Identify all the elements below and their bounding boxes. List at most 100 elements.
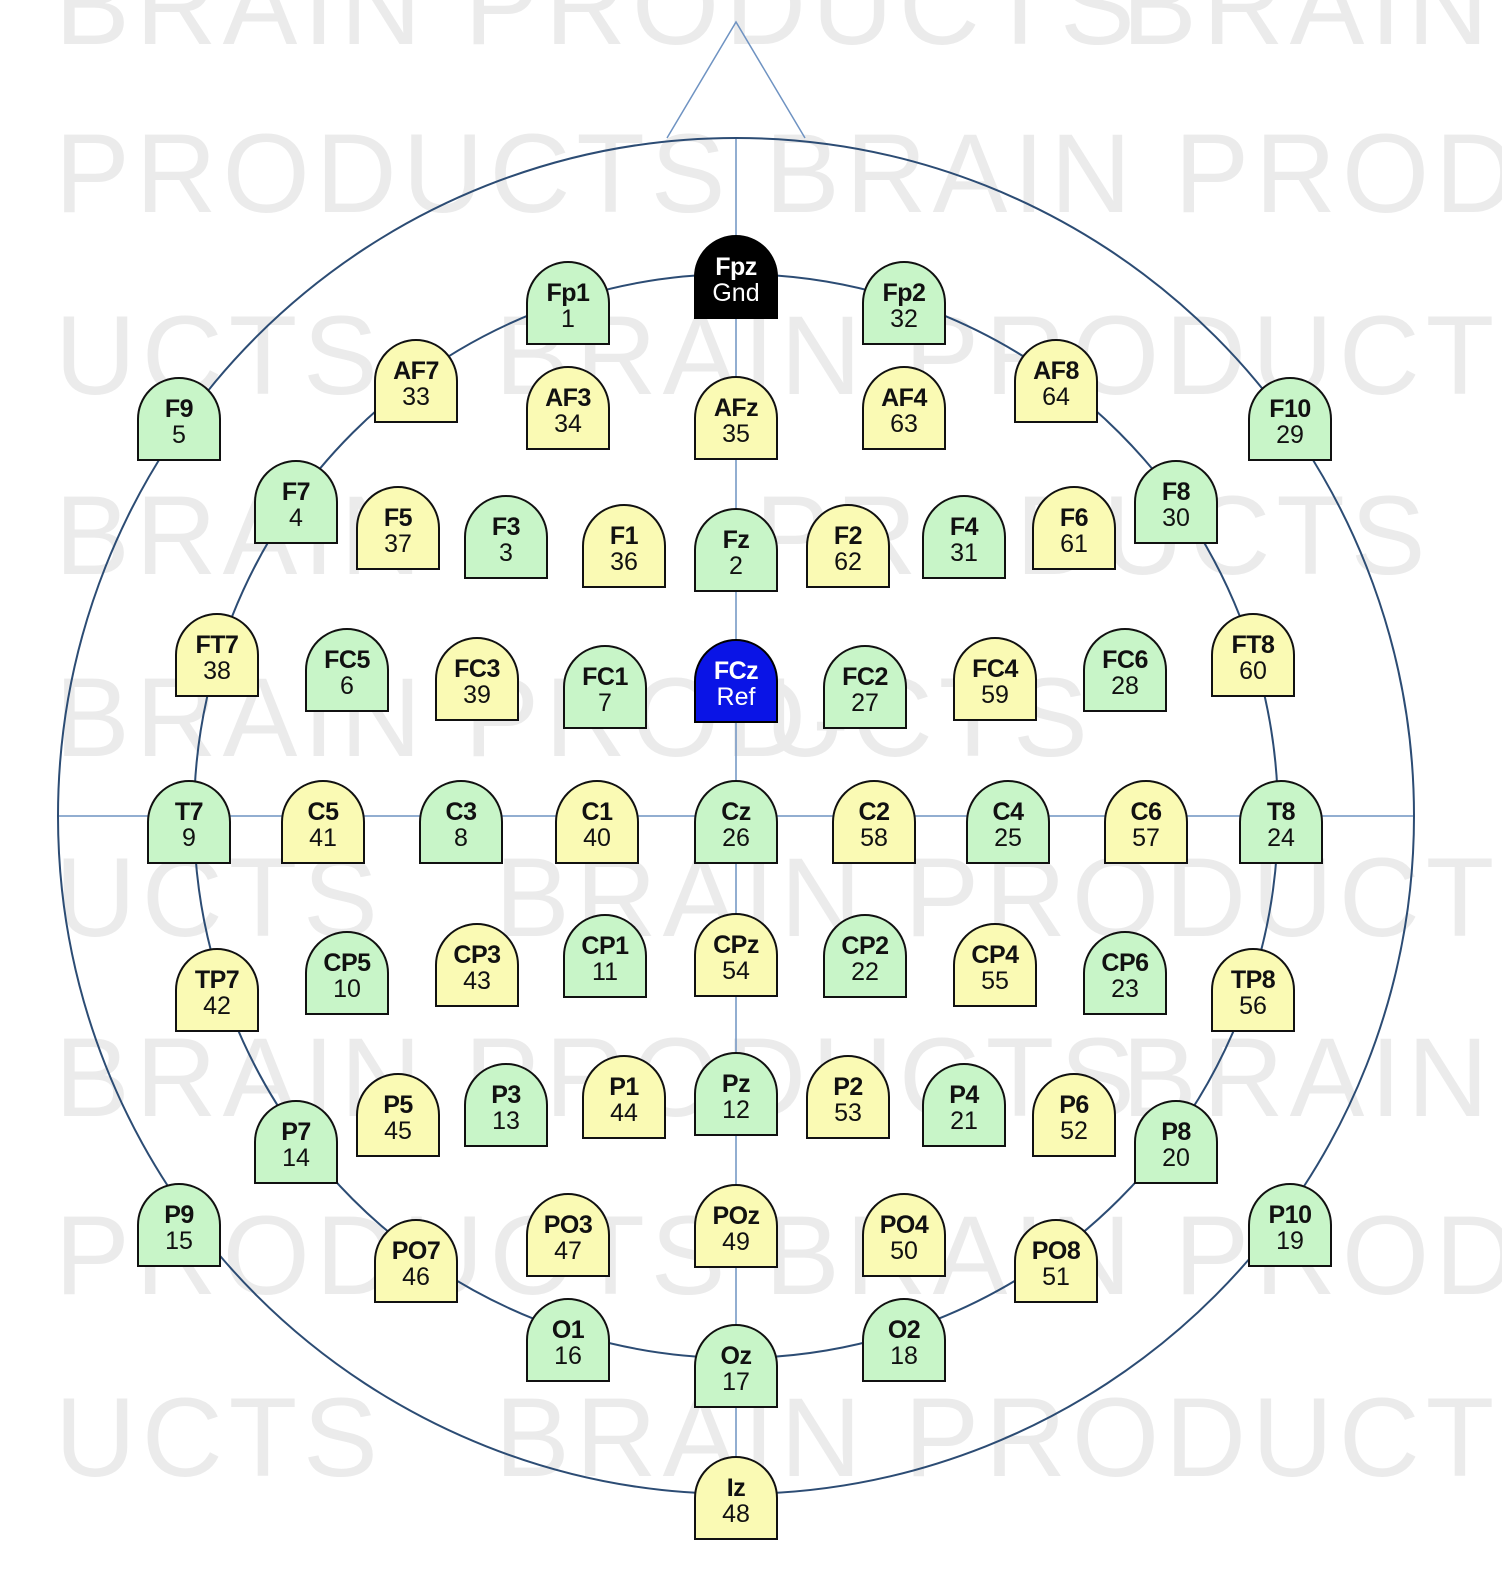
electrode-name: T8 [1266,798,1296,826]
electrode-name: P1 [609,1073,639,1101]
electrode-name: POz [712,1202,760,1230]
electrode-channel-label: 26 [722,824,750,852]
electrode-channel-label: 11 [592,958,618,986]
electrode-channel-label: 30 [1162,504,1190,532]
electrode-name: TP7 [194,966,240,994]
electrode-channel-label: 4 [289,504,303,532]
electrode-name: AF4 [881,384,927,412]
electrode-channel-label: 39 [463,681,491,709]
electrode-channel-label: 28 [1111,672,1139,700]
electrode-name: C4 [992,798,1024,826]
electrode-channel-label: 18 [890,1342,918,1370]
electrode-name: C5 [307,798,339,826]
electrode-name: P5 [383,1091,413,1119]
electrode-channel-label: 47 [554,1237,582,1265]
electrode-channel-label: 29 [1276,421,1304,449]
electrode-name: FCz [713,657,759,685]
electrode-channel-label: 27 [851,689,879,717]
electrode-name: F9 [164,395,194,423]
electrode-channel-label: 20 [1162,1144,1190,1172]
electrode-name: FC2 [842,663,888,691]
electrode-channel-label: Ref [716,683,756,711]
electrode-name: AFz [713,394,759,422]
electrode-name: AF8 [1033,357,1079,385]
electrode-channel-label: 35 [722,420,750,448]
electrode-channel-label: 46 [402,1263,430,1291]
electrode-name: C2 [858,798,890,826]
electrode-channel-label: 60 [1239,657,1267,685]
electrode-name: FC5 [324,646,370,674]
electrode-channel-label: 34 [554,410,582,438]
electrode-channel-label: 49 [722,1228,750,1256]
electrode-channel-label: 42 [203,992,231,1020]
electrode-name: P8 [1161,1118,1191,1146]
electrode-name: C3 [445,798,477,826]
electrode-name: F3 [491,513,521,541]
electrode-channel-label: 5 [172,421,186,449]
electrode-channel-label: 63 [890,410,918,438]
electrode-channel-label: 37 [384,530,412,558]
electrode-channel-label: 14 [282,1144,310,1172]
electrode-name: CP6 [1101,949,1149,977]
electrode-channel-label: 21 [950,1107,978,1135]
electrode-channel-label: 1 [561,305,575,333]
electrode-channel-label: 16 [554,1342,582,1370]
electrode-channel-label: 52 [1060,1117,1088,1145]
electrode-channel-label: 19 [1276,1227,1304,1255]
electrode-name: P9 [164,1201,194,1229]
electrode-channel-label: 45 [384,1117,412,1145]
electrode-name: T7 [174,798,204,826]
electrode-name: PO7 [391,1237,441,1265]
electrode-channel-label: 48 [722,1500,750,1528]
electrode-channel-label: 3 [499,539,513,567]
electrode-name: P6 [1059,1091,1089,1119]
electrode-name: PO4 [879,1211,929,1239]
electrode-channel-label: 24 [1267,824,1295,852]
electrode-channel-label: 23 [1111,975,1139,1003]
electrode-channel-label: 25 [994,824,1022,852]
electrode-channel-label: 55 [981,967,1009,995]
electrode-name: FC3 [454,655,500,683]
